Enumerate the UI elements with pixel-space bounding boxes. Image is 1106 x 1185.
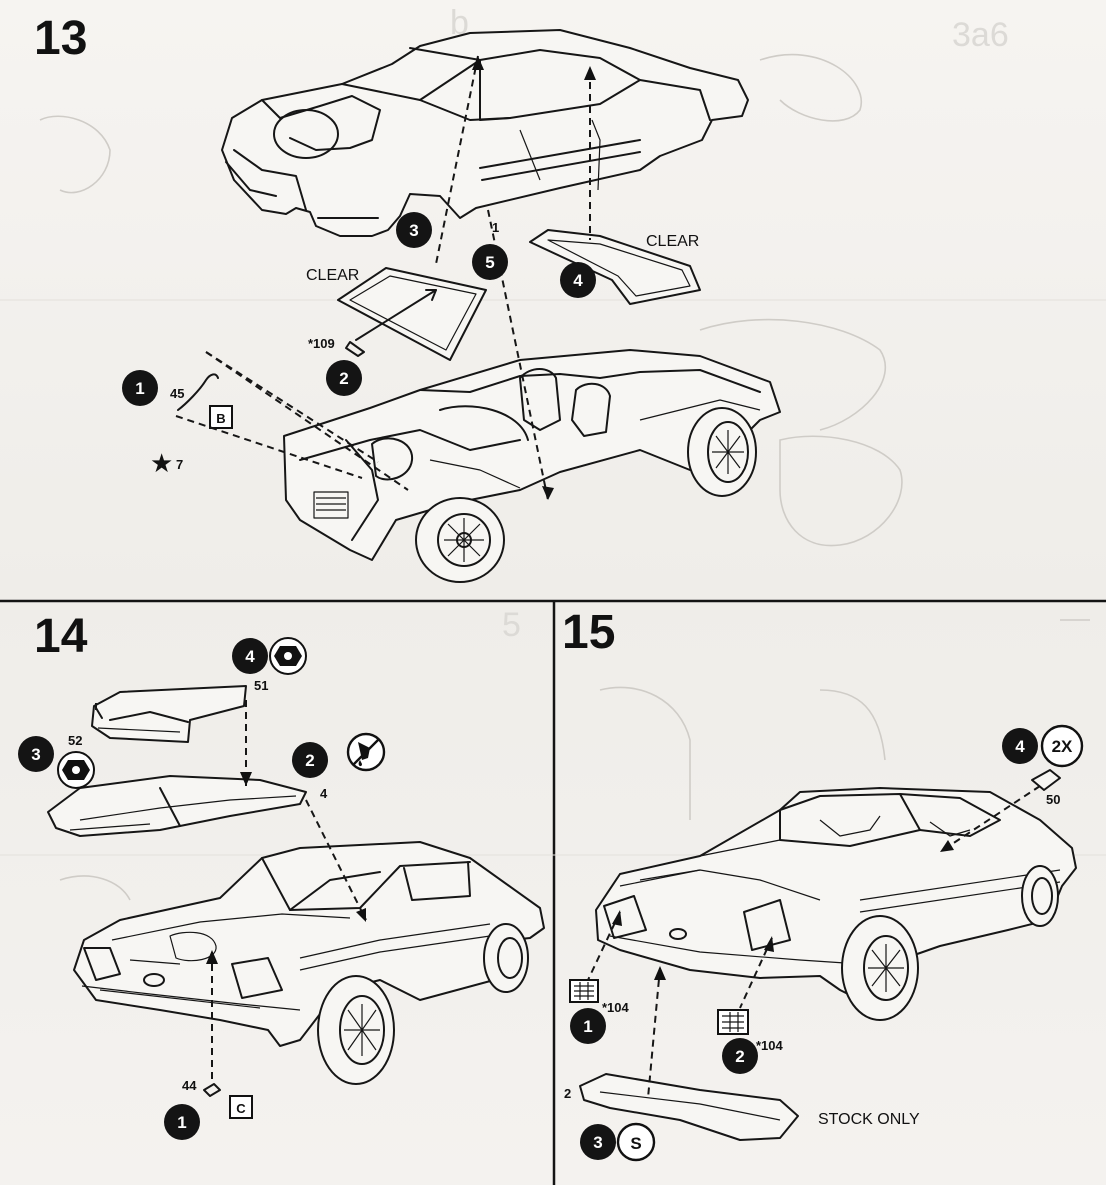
- label-104-left: *104: [602, 1000, 630, 1015]
- part-50-mirror: [1031, 769, 1061, 791]
- svg-text:5: 5: [502, 606, 521, 644]
- label-50: 50: [1046, 792, 1060, 807]
- part-104-light-left: [569, 979, 599, 1003]
- svg-text:3: 3: [31, 745, 40, 764]
- label-104-right: *104: [756, 1038, 784, 1053]
- label-45: 45: [170, 386, 184, 401]
- svg-text:4: 4: [1015, 737, 1025, 756]
- box-letter-b: [209, 405, 233, 429]
- svg-text:b: b: [450, 4, 469, 42]
- svg-text:4: 4: [573, 271, 583, 290]
- part-45: [177, 373, 219, 411]
- callout-15-2: 2: [722, 1038, 758, 1074]
- label-stock-only: STOCK ONLY: [818, 1111, 920, 1128]
- svg-text:2: 2: [735, 1047, 744, 1066]
- svg-text:2: 2: [339, 369, 348, 388]
- svg-text:5: 5: [485, 253, 494, 272]
- hex-nut-icon: [57, 751, 95, 789]
- label-52: 52: [68, 733, 82, 748]
- box-letter-c: [229, 1095, 253, 1119]
- svg-text:3a6: 3a6: [952, 16, 1009, 54]
- no-glue-icon: [346, 732, 386, 772]
- hood-scoop-part: [91, 685, 247, 743]
- step-14-panel: 14: [18, 610, 545, 1140]
- step-15-panel: 15: [562, 606, 1084, 1162]
- label-star-7: 7: [176, 457, 183, 472]
- label-2: 2: [564, 1086, 571, 1101]
- windshield-part: [337, 267, 487, 361]
- callout-14-1: 1: [164, 1104, 200, 1140]
- car-body-shell: [221, 29, 749, 237]
- box-letter-b-label: B: [216, 411, 225, 426]
- label-clear-windshield: CLEAR: [306, 267, 359, 284]
- callout-15-1: 1: [570, 1008, 606, 1044]
- part-44: [203, 1083, 221, 1097]
- svg-text:1: 1: [135, 379, 144, 398]
- step-14-number: 14: [34, 610, 88, 663]
- svg-text:4: 4: [245, 647, 255, 666]
- svg-text:S: S: [630, 1134, 641, 1153]
- part-104-light-right: [717, 1009, 749, 1035]
- svg-text:1: 1: [583, 1017, 592, 1036]
- hex-nut-icon: [269, 637, 307, 675]
- callout-13-3: 3: [396, 212, 432, 248]
- label-clear-rear-window: CLEAR: [646, 233, 699, 250]
- callout-15-3: 3: [580, 1124, 616, 1160]
- callout-13-1: 1: [122, 370, 158, 406]
- callout-14-3: 3: [18, 736, 54, 772]
- car-15-assembly: [595, 787, 1077, 1021]
- label-109: *109: [308, 336, 335, 351]
- label-51: 51: [254, 678, 268, 693]
- star-icon: ★: [150, 449, 173, 479]
- callout-14-2: 2: [292, 742, 328, 778]
- step-13-number: 13: [34, 12, 87, 65]
- svg-text:3: 3: [409, 221, 418, 240]
- stock-s-badge: S: [616, 1122, 656, 1162]
- label-44: 44: [182, 1078, 197, 1093]
- bleed-through: 3a6 b 5: [39, 4, 1090, 901]
- step-15-number: 15: [562, 606, 615, 659]
- callout-13-5: 5: [472, 244, 508, 280]
- chassis-assembly: [283, 349, 781, 583]
- hood-part: [47, 775, 307, 837]
- step-13-panel: 13: [34, 12, 781, 583]
- callout-13-2: 2: [326, 360, 362, 396]
- callout-13-4: 4: [560, 262, 596, 298]
- svg-text:1: 1: [177, 1113, 186, 1132]
- svg-text:3: 3: [593, 1133, 602, 1152]
- front-spoiler-part: [579, 1073, 799, 1141]
- svg-text:2X: 2X: [1052, 737, 1073, 756]
- label-4: 4: [320, 786, 328, 801]
- car-14-assembly: [73, 841, 545, 1085]
- part-109: [345, 341, 365, 357]
- qty-2x-badge: 2X: [1040, 724, 1084, 768]
- callout-15-4: 4: [1002, 728, 1038, 764]
- svg-text:2: 2: [305, 751, 314, 770]
- label-part-1: 1: [492, 220, 499, 235]
- callout-14-4: 4: [232, 638, 268, 674]
- box-letter-c-label: C: [236, 1101, 246, 1116]
